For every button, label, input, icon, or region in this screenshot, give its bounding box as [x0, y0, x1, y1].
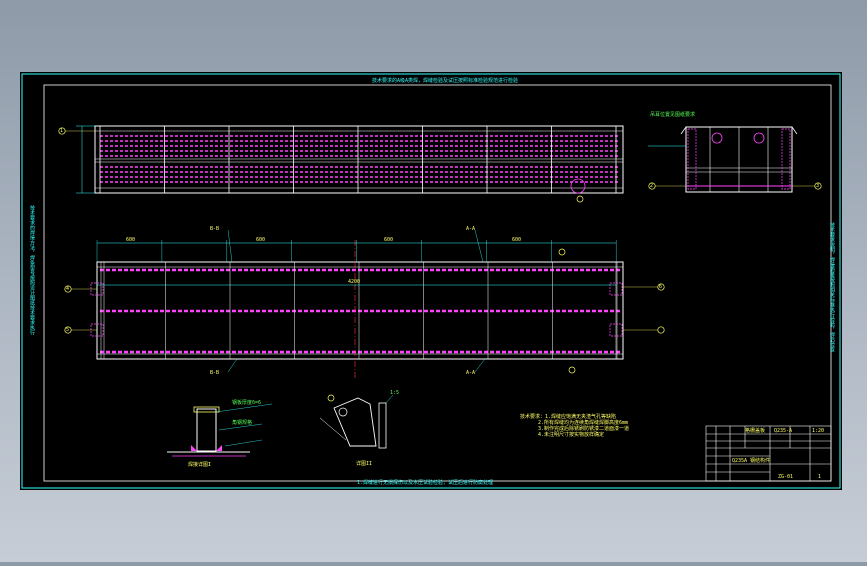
segment-dimension: 600: [384, 237, 394, 243]
note-line: 2.所有焊缝均为连续角焊缝焊脚高度6mm: [538, 420, 629, 426]
left-note: 技术要求的焊接方法，焊条型号按照设计图纸技术要求执行: [29, 205, 35, 335]
balloon-marker: [576, 195, 584, 203]
elevation-view: [58, 125, 624, 203]
inner-border: [43, 84, 832, 482]
section-callout: A-A: [466, 370, 476, 376]
section-callout: B-B: [210, 370, 220, 376]
note-line: 4.未注明尺寸按实物放样确定: [538, 432, 605, 438]
detail-2: [319, 394, 394, 449]
segment-dimension: 600: [126, 237, 136, 243]
right-note: 技术要求说明，焊接质量按照相关标准执行检验，焊后检查: [829, 222, 835, 352]
dimension-ticks: [96, 240, 617, 262]
balloon-label: 4: [66, 286, 70, 292]
segment-dimension: 600: [256, 237, 266, 243]
bottom-note: 1.焊缝进行无损探伤以及水压试验检验，试压后进行防腐处理: [357, 480, 494, 486]
end-bracket: [609, 323, 623, 337]
section-callout: A-A: [466, 226, 476, 232]
detail-title: 详图II: [356, 461, 373, 467]
balloon-label: 3: [816, 183, 820, 189]
note-line: 3.制作完成后除锈刷防锈漆二道面漆一道: [538, 426, 630, 432]
title-drawing-number: ZG-01: [778, 474, 794, 480]
end-bracket: [609, 282, 623, 296]
drawing-sheet: [20, 72, 842, 490]
plan-outline: [96, 261, 624, 360]
detail-note: 角钢规格: [232, 420, 253, 426]
outer-border: [21, 73, 841, 489]
plan-beams: [90, 262, 623, 359]
detail-title: 焊接详图I: [188, 462, 212, 468]
balloon-label: 2: [650, 183, 654, 189]
side-view: [648, 126, 822, 193]
balloon-label: 6: [659, 284, 663, 290]
note-line: 技术要求：1.焊缝应饱满无夹渣气孔等缺陷: [520, 414, 617, 420]
top-note: 技术要求的A级A类焊，焊缝检验及试压按照标准检验规范进行检验: [372, 78, 519, 84]
title-material: Q235-A: [774, 428, 793, 434]
title-company: Q235A 钢结构件: [732, 458, 771, 464]
detail-note: 钢板厚度δ=6: [232, 400, 262, 406]
balloon-label: 5: [66, 327, 70, 333]
elevation-outline: [94, 125, 624, 194]
segment-dimension: 600: [512, 237, 522, 243]
title-block-lines: [705, 425, 832, 482]
detail-1: [167, 403, 273, 457]
title-scale: 1:20: [812, 428, 825, 434]
section-callout: B-B: [210, 226, 220, 232]
technical-notes: 技术要求：1.焊缝应饱满无夹渣气孔等缺陷 2.所有焊缝均为连续角焊缝焊脚高度6m…: [520, 414, 629, 438]
side-view-note: 吊耳位置见图纸要求: [650, 112, 696, 118]
title-sheet: 1: [818, 474, 822, 480]
lifting-lug: [570, 178, 586, 194]
plan-view: [64, 229, 665, 380]
grating-bars: [100, 135, 618, 183]
title-name: 格栅盖板: [745, 428, 766, 434]
balloon-label: 1: [60, 128, 64, 134]
detail-note: 1:5: [390, 390, 400, 396]
vertical-ribs: [99, 126, 617, 193]
overall-dimension: 4200: [348, 279, 361, 285]
